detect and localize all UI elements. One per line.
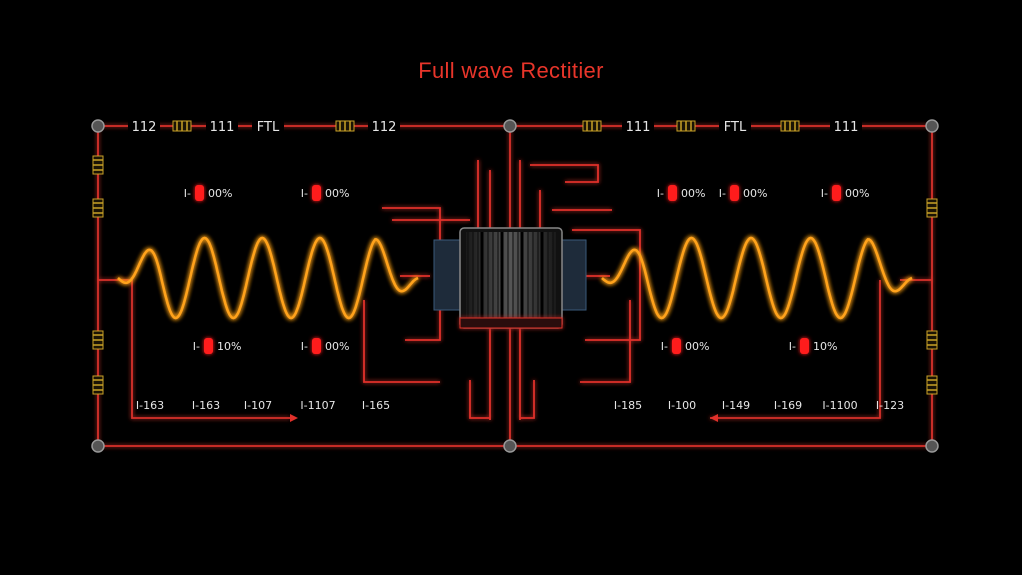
- upper-reading: 00%: [845, 187, 869, 200]
- node-dot-icon: [503, 439, 517, 453]
- led-icon: [195, 185, 204, 201]
- bottom-left-reading: I-107: [244, 399, 272, 412]
- left-ac-waveform: [117, 236, 419, 320]
- resistor-icon: [582, 120, 602, 132]
- right-arrow-icon: [710, 414, 718, 422]
- resistor-icon: [172, 120, 192, 132]
- bottom-left-reading: I-165: [362, 399, 390, 412]
- top-rail-label: 111: [834, 120, 859, 135]
- lower-reading: 10%: [813, 340, 837, 353]
- top-rail-label: 111: [626, 120, 651, 135]
- upper-reading-prefix: I-: [184, 187, 191, 200]
- node-dot-icon: [925, 119, 939, 133]
- bottom-right-reading: I-169: [774, 399, 802, 412]
- upper-reading-prefix: I-: [301, 187, 308, 200]
- upper-reading: 00%: [208, 187, 232, 200]
- top-rail-label: FTL: [257, 120, 280, 135]
- node-dot-icon: [91, 119, 105, 133]
- lower-reading-prefix: I-: [661, 340, 668, 353]
- lower-reading: 00%: [325, 340, 349, 353]
- top-rail-label: 112: [372, 120, 397, 135]
- led-icon: [800, 338, 809, 354]
- lower-reading-prefix: I-: [789, 340, 796, 353]
- led-icon: [312, 185, 321, 201]
- top-rail-label: 112: [132, 120, 157, 135]
- lower-reading: 00%: [685, 340, 709, 353]
- resistor-icon: [926, 330, 938, 350]
- resistor-icon: [780, 120, 800, 132]
- left-arrow-icon: [290, 414, 298, 422]
- resistor-icon: [92, 330, 104, 350]
- led-icon: [672, 338, 681, 354]
- upper-reading: 00%: [743, 187, 767, 200]
- bottom-left-reading: I-1107: [300, 399, 335, 412]
- bottom-right-reading: I-123: [876, 399, 904, 412]
- node-dot-icon: [91, 439, 105, 453]
- resistor-icon: [92, 198, 104, 218]
- resistor-icon: [926, 375, 938, 395]
- right-ac-waveform: [601, 236, 913, 320]
- led-icon: [832, 185, 841, 201]
- led-icon: [730, 185, 739, 201]
- transformer-icon: [433, 227, 587, 329]
- upper-reading-prefix: I-: [719, 187, 726, 200]
- led-icon: [668, 185, 677, 201]
- top-rail-label: FTL: [724, 120, 747, 135]
- node-dot-icon: [503, 119, 517, 133]
- upper-reading: 00%: [325, 187, 349, 200]
- diagram-title: Full wave Rectitier: [418, 58, 604, 83]
- bottom-right-reading: I-1100: [822, 399, 857, 412]
- bottom-left-reading: I-163: [192, 399, 220, 412]
- led-icon: [204, 338, 213, 354]
- bottom-right-reading: I-100: [668, 399, 696, 412]
- upper-reading-prefix: I-: [657, 187, 664, 200]
- lower-reading: 10%: [217, 340, 241, 353]
- bottom-left-reading: I-163: [136, 399, 164, 412]
- resistor-icon: [92, 375, 104, 395]
- resistor-icon: [926, 198, 938, 218]
- node-dot-icon: [925, 439, 939, 453]
- bottom-right-reading: I-149: [722, 399, 750, 412]
- upper-reading-prefix: I-: [821, 187, 828, 200]
- lower-reading-prefix: I-: [301, 340, 308, 353]
- led-icon: [312, 338, 321, 354]
- top-rail-label: 111: [210, 120, 235, 135]
- lower-reading-prefix: I-: [193, 340, 200, 353]
- upper-reading: 00%: [681, 187, 705, 200]
- bottom-right-reading: I-185: [614, 399, 642, 412]
- resistor-icon: [92, 155, 104, 175]
- resistor-icon: [335, 120, 355, 132]
- resistor-icon: [676, 120, 696, 132]
